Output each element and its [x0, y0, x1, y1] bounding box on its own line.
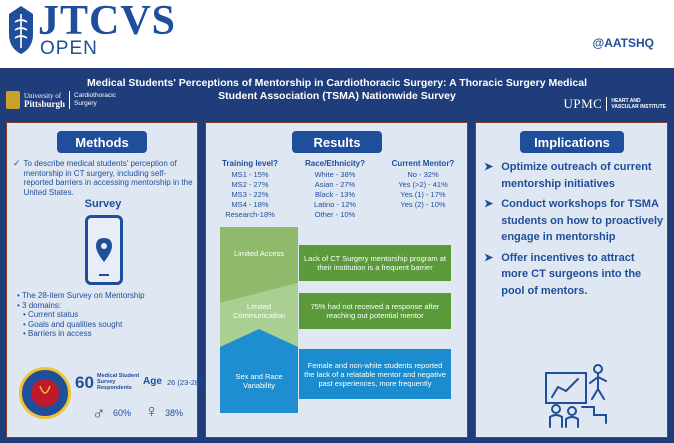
barrier-finding-2: 75% had not received a response after re…	[299, 293, 451, 329]
mentor-header: Current Mentor?	[391, 159, 455, 168]
pitt-line-2: Pittsburgh	[24, 98, 66, 109]
training-row: MS2 - 27%	[231, 180, 269, 189]
survey-details: • The 28-item Survey on Mentorship • 3 d…	[17, 291, 197, 339]
funnel-level-1	[220, 227, 298, 303]
training-row: Research-18%	[225, 210, 275, 219]
training-level-list: Training level? MS1 - 15% MS2 - 27% MS3 …	[214, 159, 286, 220]
implications-heading: Implications	[520, 131, 624, 153]
race-row: Other - 10%	[314, 210, 356, 219]
upmc-sub-1: HEART AND	[611, 98, 641, 104]
pitt-dept: Cardiothoracic Surgery	[74, 92, 116, 108]
tsma-seal-icon	[19, 367, 71, 419]
age-value: 26 (23-28)	[167, 378, 202, 387]
pitt-dept-2: Surgery	[74, 100, 97, 107]
mentor-row: No - 32%	[407, 170, 439, 179]
survey-bullet-2: • 3 domains:	[17, 300, 62, 310]
methods-panel: Methods ✓ To describe medical students' …	[6, 122, 202, 438]
race-row: Black - 13%	[314, 190, 356, 199]
mentor-row: Yes (2) - 10%	[400, 200, 446, 209]
barrier-label-3: Sex and Race Variability	[235, 372, 283, 390]
implication-item: ➤ Optimize outreach of current mentorshi…	[484, 159, 664, 192]
survey-title: Survey	[84, 198, 122, 210]
race-header: Race/Ethnicity?	[304, 159, 365, 168]
pitt-dept-1: Cardiothoracic	[74, 92, 116, 99]
funnel-level-3-cap	[220, 329, 298, 367]
journal-sub-logo: OPEN	[40, 38, 98, 59]
female-icon: ♀	[145, 401, 159, 421]
pitt-line-1: University of	[24, 91, 62, 100]
pitt-seal-icon	[6, 91, 20, 109]
implication-text: Optimize outreach of current mentorship …	[501, 161, 652, 190]
implication-item: ➤ Offer incentives to attract more CT su…	[484, 250, 664, 300]
methods-objective: ✓ To describe medical students' percepti…	[13, 158, 193, 197]
mentorship-figure-icon	[545, 364, 607, 428]
barrier-finding-3: Female and non-white students reported t…	[299, 349, 451, 399]
methods-heading: Methods	[57, 131, 147, 153]
respondents-count: 60	[75, 373, 94, 392]
survey-bullet-1: • The 28-item Survey on Mentorship	[17, 291, 145, 300]
mentor-row: Yes (1) - 17%	[400, 190, 446, 199]
mentor-row: Yes (>2) - 41%	[398, 180, 448, 189]
race-ethnicity-list: Race/Ethnicity? White - 38% Asian - 27% …	[290, 159, 380, 220]
race-row: White - 38%	[314, 170, 356, 179]
barrier-finding-1: Lack of CT Surgery mentorship program at…	[299, 245, 451, 281]
objective-text: To describe medical students' perception…	[23, 159, 193, 197]
upmc-divider	[606, 97, 608, 111]
implications-panel: Implications ➤ Optimize outreach of curr…	[475, 122, 668, 438]
phone-location-icon	[85, 215, 123, 285]
implication-item: ➤ Conduct workshops for TSMA students on…	[484, 196, 664, 246]
age-label: Age	[143, 376, 162, 387]
male-percentage: 60%	[113, 408, 132, 418]
domain-3: • Barriers in access	[23, 329, 92, 338]
arrow-icon: ➤	[484, 161, 494, 173]
twitter-handle[interactable]: @AATSHQ	[592, 36, 654, 50]
race-row: Asian - 27%	[314, 180, 356, 189]
check-icon: ✓	[13, 158, 21, 168]
domain-1: • Current status	[23, 310, 79, 319]
upmc-sub-2: VASCULAR INSTITUTE	[611, 104, 666, 110]
training-row: MS1 - 15%	[231, 170, 269, 179]
implication-text: Offer incentives to attract more CT surg…	[501, 251, 642, 297]
upmc-logo: UPMC HEART AND VASCULAR INSTITUTE	[563, 96, 666, 112]
results-heading: Results	[292, 131, 382, 153]
arrow-icon: ➤	[484, 251, 494, 264]
domain-2: • Goals and qualities sought	[23, 319, 123, 329]
implication-text: Conduct workshops for TSMA students on h…	[501, 198, 664, 243]
header: JTCVS OPEN @AATSHQ	[0, 0, 674, 66]
barrier-funnel	[220, 227, 298, 413]
results-panel: Results Training level? MS1 - 15% MS2 - …	[205, 122, 468, 438]
training-row: MS3 - 22%	[231, 190, 269, 199]
journal-logo: JTCVS	[38, 0, 177, 44]
pitt-divider	[69, 91, 71, 109]
training-row: MS4 - 18%	[231, 200, 269, 209]
abstract-title: Medical Students' Perceptions of Mentors…	[87, 77, 587, 102]
upmc-name: UPMC	[563, 96, 603, 111]
journal-seal-icon	[9, 6, 33, 54]
training-header: Training level?	[221, 159, 278, 168]
title-banner: Medical Students' Perceptions of Mentors…	[0, 68, 674, 116]
upmc-sub: HEART AND VASCULAR INSTITUTE	[611, 98, 666, 110]
arrow-icon: ➤	[484, 198, 494, 210]
current-mentor-list: Current Mentor? No - 32% Yes (>2) - 41% …	[380, 159, 466, 210]
race-row: Latino - 12%	[313, 200, 357, 209]
implications-list: ➤ Optimize outreach of current mentorshi…	[484, 159, 664, 303]
pitt-logo: University of Pittsburgh Cardiothoracic …	[6, 91, 116, 109]
male-icon: ♂	[92, 403, 106, 423]
female-percentage: 38%	[165, 408, 184, 418]
barrier-label-2: Limited Communication	[232, 302, 286, 320]
pitt-name: University of Pittsburgh	[24, 92, 65, 109]
barrier-label-1: Limited Access	[233, 248, 285, 258]
respondents-label: Medical Student Survey Respondents	[97, 373, 140, 391]
